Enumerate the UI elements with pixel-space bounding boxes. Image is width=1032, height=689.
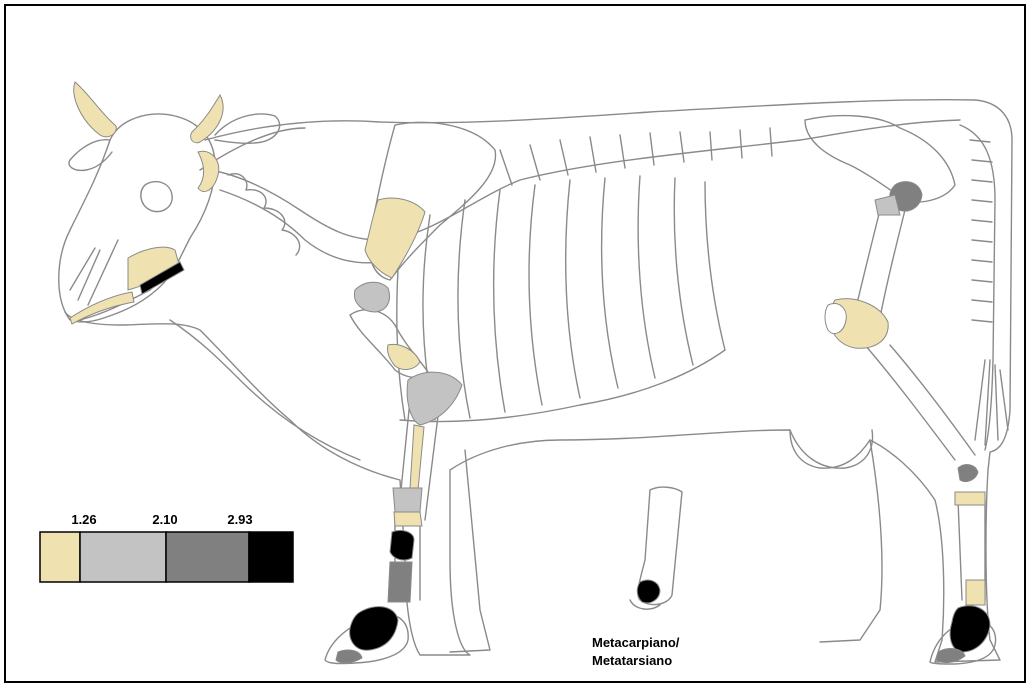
- front-metacarpus-gray: [388, 562, 412, 602]
- horn-left: [74, 82, 117, 137]
- tail-vertebrae: [970, 140, 992, 322]
- hip-gray-light: [875, 195, 900, 215]
- legend-light-gray-box: [80, 532, 166, 582]
- elbow-gray: [407, 372, 462, 425]
- metacarpal-label-line1: Metacarpiano/: [592, 635, 680, 650]
- horn-right: [191, 95, 223, 143]
- metacarpal-label-line2: Metatarsiano: [592, 653, 672, 668]
- hind-metatarsus-cream: [966, 580, 985, 605]
- front-metacarpus-black: [390, 530, 414, 560]
- small-metacarpus-black: [637, 580, 660, 603]
- hind-hoof-gray: [936, 649, 965, 663]
- left-ear-outline: [69, 140, 112, 171]
- second-front-leg: [450, 450, 490, 652]
- hind-phalanx-black: [950, 606, 990, 652]
- rib-4: [494, 190, 505, 412]
- front-phalanx-black: [350, 607, 398, 651]
- legend-threshold-3: 2.93: [227, 512, 252, 527]
- muzzle-lines: [70, 240, 118, 305]
- legend-threshold-1: 1.26: [71, 512, 96, 527]
- spine-lower: [220, 190, 380, 263]
- legend-black-box: [249, 532, 293, 582]
- atlas-bone: [198, 151, 219, 191]
- legend-dark-gray-box: [166, 532, 249, 582]
- shoulder-gray: [354, 282, 389, 312]
- legend-cream-box: [40, 532, 80, 582]
- rib-9: [674, 178, 693, 365]
- hock-gray: [958, 465, 978, 482]
- udder-outline: [790, 430, 873, 468]
- second-hind-leg: [820, 440, 882, 642]
- humerus-outline: [350, 310, 430, 378]
- neck-bottom-outline: [170, 320, 360, 460]
- cervical-vertebrae: [228, 174, 300, 255]
- ear-outline: [215, 114, 280, 143]
- spine-upper: [210, 120, 960, 240]
- tibia-outline: [865, 345, 975, 460]
- tail-outline: [960, 125, 995, 450]
- color-legend: 1.26 2.10 2.93: [40, 512, 293, 582]
- rib-8: [638, 176, 655, 378]
- scapula-cream: [365, 198, 425, 278]
- pelvis-outline: [805, 116, 955, 202]
- rib-6: [566, 180, 580, 398]
- rib-7: [602, 178, 618, 388]
- legend-threshold-2: 2.10: [152, 512, 177, 527]
- front-hoof-gray: [336, 650, 362, 663]
- radius-cream: [410, 425, 424, 490]
- rib-10: [705, 182, 725, 350]
- carpus-gray: [393, 488, 422, 512]
- vertebrae: [500, 128, 772, 185]
- hock-cream: [955, 492, 985, 505]
- eye-socket: [141, 182, 172, 212]
- carpus-cream: [394, 512, 422, 526]
- rib-5: [529, 185, 542, 405]
